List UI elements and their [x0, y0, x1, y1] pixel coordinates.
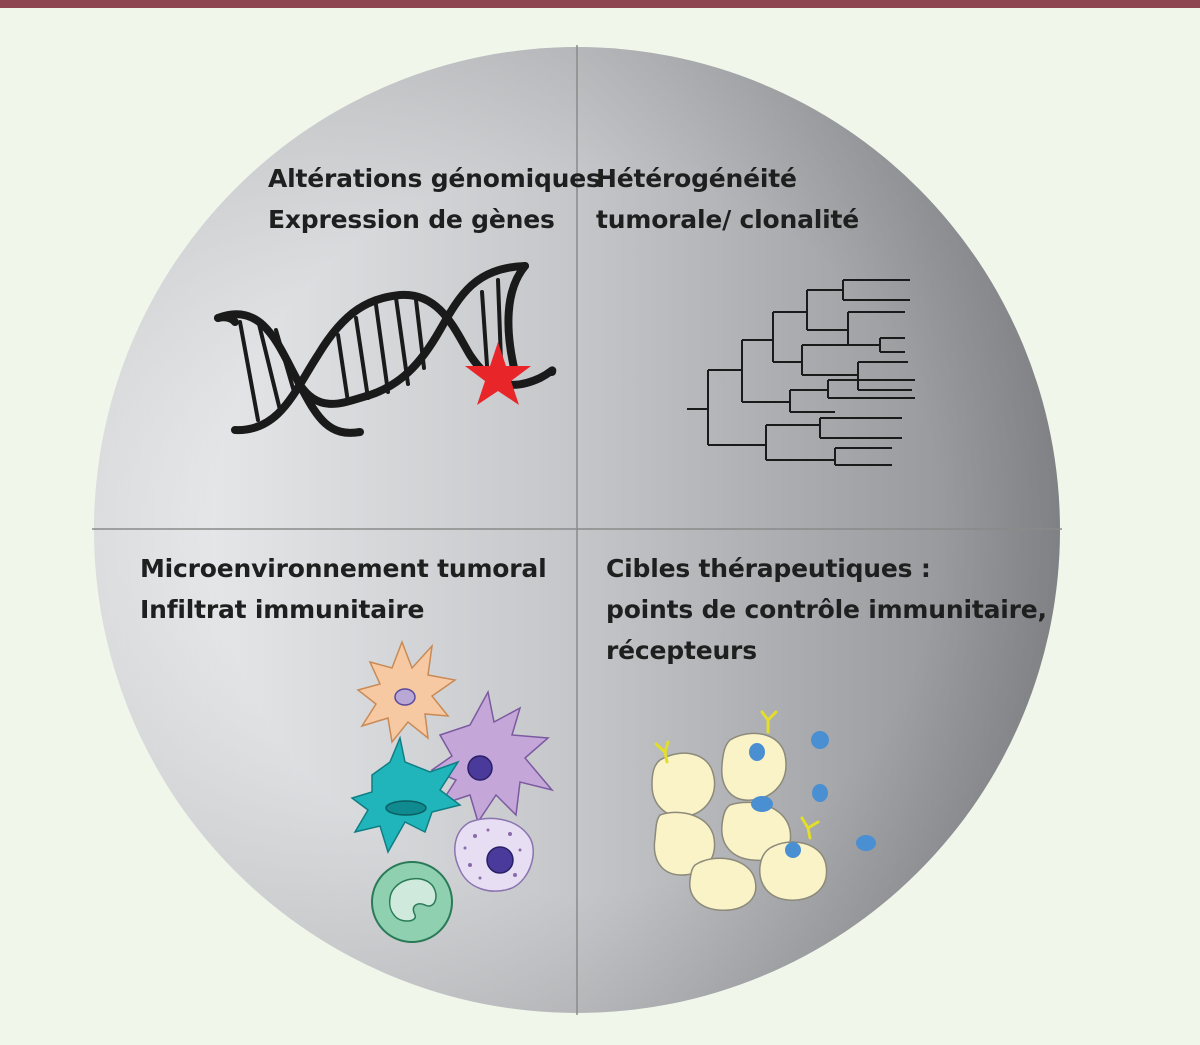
dendritic-cell-lavender: [430, 689, 555, 824]
nucleus-teal-cell: [385, 800, 427, 816]
tumor-cell-1: [651, 752, 716, 818]
receptor-3: [800, 816, 820, 840]
drug-dot-3: [751, 796, 773, 812]
dendritic-cell-teal: [350, 735, 462, 854]
receptor-1: [654, 740, 670, 764]
tumor-cell-5: [689, 857, 757, 911]
genomics-line-1: Altérations génomiques: [268, 164, 601, 193]
microenvironment-label: Microenvironnement tumoral Infiltrat imm…: [140, 548, 547, 630]
drug-dot-1: [749, 743, 765, 761]
dna-helix-icon: [214, 262, 557, 437]
mutation-star-icon: [465, 342, 531, 405]
drug-dot-6: [856, 835, 876, 851]
targets-line-2: points de contrôle immunitaire,: [606, 595, 1047, 624]
microenvironment-line-2: Infiltrat immunitaire: [140, 595, 425, 624]
heterogeneity-line-1: Hétérogénéité: [596, 164, 797, 193]
microenvironment-line-1: Microenvironnement tumoral: [140, 554, 547, 583]
nucleus-orange-cell: [394, 688, 416, 706]
granules: [463, 828, 522, 880]
targets-line-3: récepteurs: [606, 636, 757, 665]
drug-dot-4: [812, 784, 828, 802]
heterogeneity-line-2: tumorale/ clonalité: [596, 205, 860, 234]
drug-dot-5: [785, 842, 801, 858]
nucleus-speckled-cell: [486, 846, 514, 874]
receptor-2: [760, 710, 778, 734]
tumor-cells-receptors-icon: [651, 710, 876, 911]
genomics-line-2: Expression de gènes: [268, 205, 555, 234]
tumor-cell-6: [759, 841, 828, 901]
nucleus-green-cell: [388, 877, 437, 922]
top-accent-bar: [0, 0, 1200, 8]
heterogeneity-label: Hétérogénéité tumorale/ clonalité: [596, 158, 859, 240]
immune-cells-icon: [350, 639, 555, 943]
phylogenetic-tree-icon: [687, 279, 915, 466]
tumor-cell-2: [721, 732, 787, 801]
tumor-cell-3: [653, 811, 716, 876]
targets-label: Cibles thérapeutiques : points de contrô…: [606, 548, 1047, 671]
genomics-label: Altérations génomiques Expression de gèn…: [268, 158, 601, 240]
drug-dot-2: [811, 731, 829, 749]
targets-line-1: Cibles thérapeutiques :: [606, 554, 931, 583]
nucleus-lavender-cell: [467, 755, 493, 781]
